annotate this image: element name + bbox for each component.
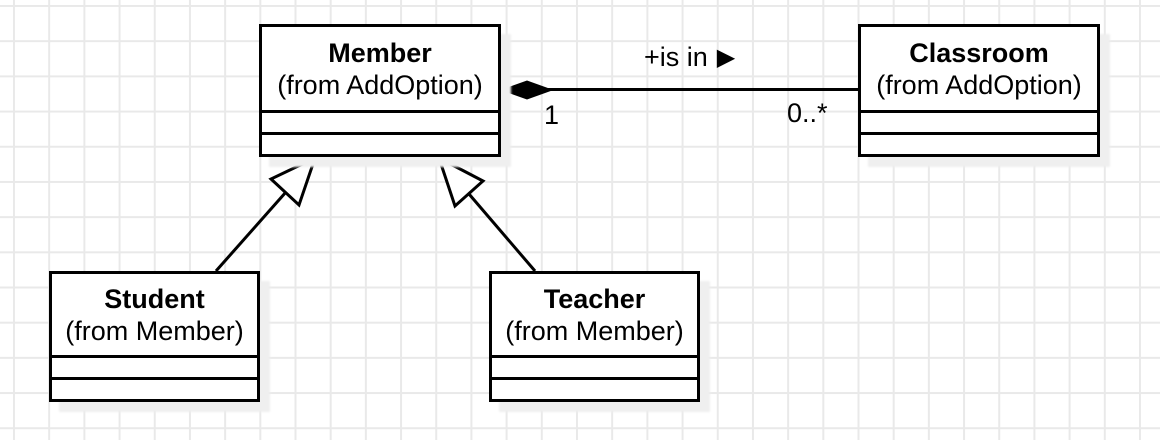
multiplicity-label-classroom-end[interactable]: 0..* — [787, 98, 828, 128]
uml-class-classroom[interactable]: Classroom (from AddOption) — [858, 24, 1100, 157]
class-package: (from AddOption) — [277, 69, 483, 100]
class-name: Classroom — [909, 37, 1049, 68]
class-name: Student — [104, 283, 205, 314]
generalization-triangle-icon — [268, 155, 318, 208]
association-name-label[interactable]: +is in ▶ — [644, 42, 735, 73]
operations-compartment — [52, 377, 257, 399]
association-label-text: +is in — [644, 42, 708, 72]
class-title-compartment: Student (from Member) — [52, 274, 257, 355]
attributes-compartment — [861, 110, 1097, 132]
class-package: (from AddOption) — [876, 69, 1082, 100]
multiplicity-label-member-end[interactable]: 1 — [544, 100, 560, 130]
generalization-edge-teacher-member[interactable] — [436, 154, 537, 272]
generalization-triangle-icon — [436, 154, 486, 209]
operations-compartment — [492, 377, 697, 399]
composition-edge-member-classroom[interactable] — [500, 80, 858, 100]
class-title-compartment: Teacher (from Member) — [492, 274, 697, 355]
uml-class-student[interactable]: Student (from Member) — [49, 271, 260, 402]
class-package: (from Member) — [65, 315, 244, 346]
attributes-compartment — [262, 110, 498, 132]
uml-class-member[interactable]: Member (from AddOption) — [259, 24, 501, 157]
class-name: Member — [328, 37, 432, 68]
attributes-compartment — [492, 355, 697, 377]
generalization-edge-student-member[interactable] — [214, 155, 318, 272]
class-title-compartment: Member (from AddOption) — [262, 27, 498, 110]
association-direction-icon: ▶ — [716, 44, 736, 71]
class-package: (from Member) — [505, 315, 684, 346]
class-title-compartment: Classroom (from AddOption) — [861, 27, 1097, 110]
composition-diamond-icon — [500, 80, 554, 100]
uml-class-teacher[interactable]: Teacher (from Member) — [489, 271, 700, 402]
attributes-compartment — [52, 355, 257, 377]
class-name: Teacher — [543, 283, 646, 314]
operations-compartment — [861, 132, 1097, 154]
operations-compartment — [262, 132, 498, 154]
